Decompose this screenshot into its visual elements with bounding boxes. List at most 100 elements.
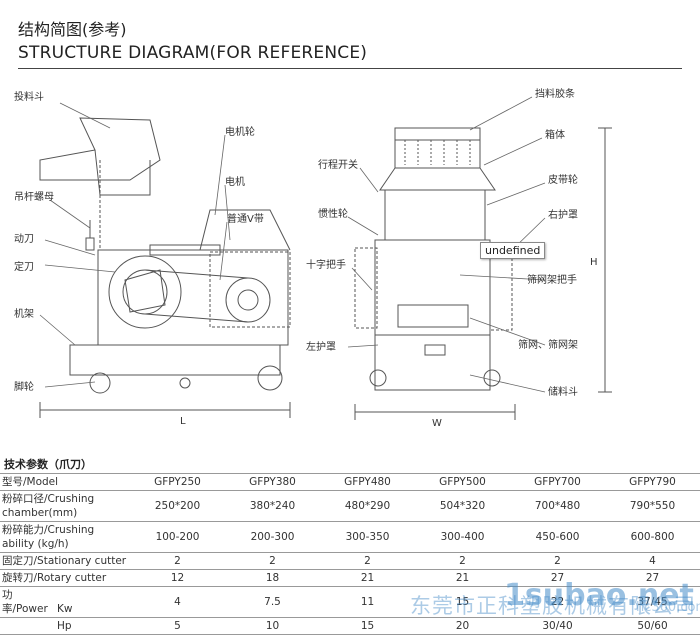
leader-lines (39, 96, 546, 393)
table-cell: 10 (225, 617, 320, 635)
motor-pulley (225, 277, 271, 323)
table-cell: 504*320 (415, 490, 510, 522)
table-cell: 7.5 (225, 586, 320, 618)
storage-bin (374, 334, 491, 391)
table-cell: 2 (415, 552, 510, 570)
table-cell: 21 (415, 569, 510, 587)
table-cell: 480*290 (320, 490, 415, 522)
row-label: Hp (0, 617, 130, 635)
row-label: 粉碎口径/Crushing chamber(mm) (0, 490, 130, 522)
front-view (354, 127, 612, 420)
label-storage-bin: 储料斗 (548, 385, 578, 398)
table-cell: 200-300 (225, 521, 320, 553)
header-cell: GFPY700 (510, 473, 605, 491)
undefined-tooltip: undefined (480, 242, 546, 259)
header-cell: GFPY380 (225, 473, 320, 491)
left-cover (354, 247, 378, 329)
rotor-housing (108, 255, 182, 329)
table-cell: 700*480 (510, 490, 605, 522)
table-cell: 12 (130, 569, 225, 587)
table-cell: 4 (130, 586, 225, 618)
label-feed-hopper: 投料斗 (14, 90, 44, 103)
table-row: 旋转刀/Rotary cutter 12 18 21 21 27 27 (0, 569, 700, 587)
table-row: 粉碎口径/Crushing chamber(mm) 250*200 380*24… (0, 490, 700, 522)
table-cell: 300-350 (320, 521, 415, 553)
hopper-neck (94, 149, 151, 196)
label-rotary-knife: 动刀 (14, 233, 34, 245)
table-cell: 50/60 (605, 617, 700, 635)
table-cell: 27 (605, 569, 700, 587)
label-belt-pulley: 皮带轮 (548, 173, 578, 186)
label-rubber-strip: 挡料胶条 (535, 87, 575, 100)
header-cell: 型号/Model (0, 473, 130, 491)
label-right-cover: 右护罩 (548, 208, 578, 221)
row-label: 粉碎能力/Crushing ability (kg/h) (0, 521, 130, 553)
label-box: 箱体 (545, 128, 565, 141)
machine-body (97, 249, 289, 346)
row-label: 固定刀/Stationary cutter (0, 552, 130, 570)
table-cell: 2 (130, 552, 225, 570)
table-row: Hp 5 10 15 20 30/40 50/60 (0, 617, 700, 635)
hopper-top (394, 127, 481, 169)
power-label: 功率/Power (2, 589, 48, 615)
feed-hopper (39, 117, 161, 181)
power-unit-hp: Hp (57, 620, 72, 632)
table-cell: 2 (320, 552, 415, 570)
table-cell: 21 (320, 569, 415, 587)
table-cell: 250*200 (130, 490, 225, 522)
header-cell: GFPY250 (130, 473, 225, 491)
label-motor: 电机 (225, 175, 245, 188)
company-watermark: 东莞市正科塑胶机械有限公司 (410, 594, 696, 618)
table-cell: 11 (320, 586, 415, 618)
table-header-row: 型号/Model GFPY250 GFPY380 GFPY480 GFPY500… (0, 473, 700, 491)
label-motor-pulley: 电机轮 (225, 125, 255, 138)
caster-wheel-right (257, 365, 283, 391)
table-cell: 380*240 (225, 490, 320, 522)
row-label: 旋转刀/Rotary cutter (0, 569, 130, 587)
table-cell: 2 (510, 552, 605, 570)
dimension-label-W: W (432, 418, 442, 429)
label-inertia-wheel: 惯性轮 (318, 207, 348, 220)
label-lifting-nut: 吊杆螺母 (14, 191, 54, 203)
front-body (374, 239, 491, 336)
label-left-cover: 左护罩 (306, 340, 336, 353)
table-cell: 450-600 (510, 521, 605, 553)
table-cell: 4 (605, 552, 700, 570)
table-cell: 600-800 (605, 521, 700, 553)
table-cell: 15 (320, 617, 415, 635)
table-row: 粉碎能力/Crushing ability (kg/h) 100-200 200… (0, 521, 700, 553)
side-view (39, 117, 291, 418)
label-screen-handle: 筛网架把手 (527, 273, 577, 286)
page-title-cn: 结构简图(参考) (18, 20, 127, 39)
spec-table: 型号/Model GFPY250 GFPY380 GFPY480 GFPY500… (0, 473, 700, 635)
table-cell: 20 (415, 617, 510, 635)
dimension-label-L: L (180, 416, 186, 427)
table-cell: 18 (225, 569, 320, 587)
header-cell: GFPY480 (320, 473, 415, 491)
table-cell: 30/40 (510, 617, 605, 635)
structure-diagram: 投料斗 吊杆螺母 动刀 定刀 机架 脚轮 电机轮 电机 普通V带 行程开关 惯性… (14, 87, 612, 429)
domain-watermark: hc360.com (636, 600, 700, 615)
title-divider (18, 68, 682, 69)
header-cell: GFPY790 (605, 473, 700, 491)
table-cell: 790*550 (605, 490, 700, 522)
label-fixed-knife: 定刀 (14, 260, 34, 273)
spec-table-title: 技术参数（爪刀） (4, 458, 92, 471)
label-v-belt: 普通V带 (227, 212, 264, 225)
crushing-box (384, 189, 486, 241)
right-cover (489, 249, 513, 331)
label-travel-switch: 行程开关 (318, 158, 358, 171)
brand-watermark: 1subao.net (504, 578, 694, 613)
screen-frame (397, 304, 469, 328)
caster-wheel-left (89, 372, 111, 394)
table-cell: 22 (510, 586, 605, 618)
label-cross-handle: 十字把手 (306, 258, 346, 271)
dimension-label-H: H (590, 257, 598, 268)
table-cell: 2 (225, 552, 320, 570)
label-screen: 筛网、筛网架 (518, 338, 578, 351)
label-frame: 机架 (14, 307, 34, 320)
front-wheel-left (369, 369, 387, 387)
label-caster: 脚轮 (14, 380, 34, 393)
